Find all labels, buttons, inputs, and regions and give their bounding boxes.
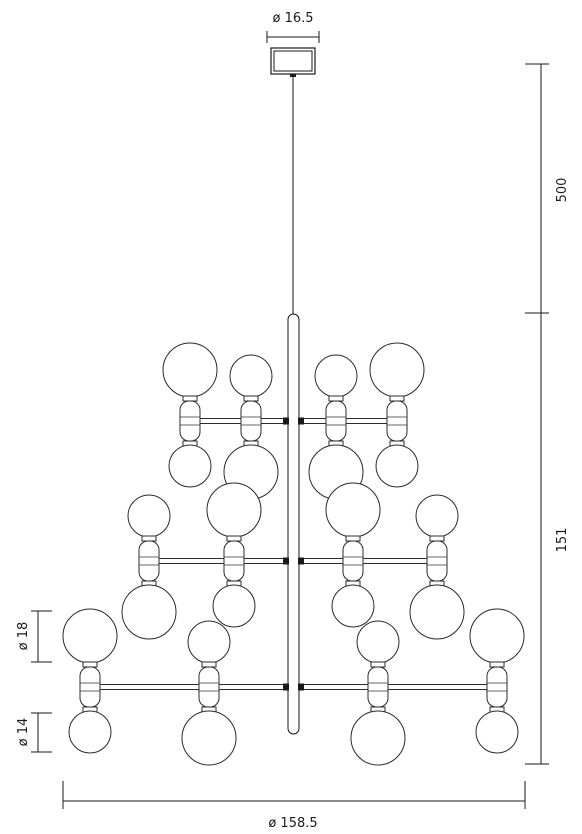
globe-top [356, 620, 400, 664]
arm-bar-left [148, 558, 289, 564]
globe-bottom [68, 710, 112, 754]
globe-top [369, 342, 425, 398]
arm-bar-right [298, 418, 398, 424]
arm-connector [283, 557, 289, 565]
ceiling-canopy [270, 47, 316, 77]
globe-top [325, 482, 381, 538]
globe-neck [429, 535, 445, 542]
globe-bottom [181, 710, 237, 766]
globe-neck [370, 661, 386, 668]
arm-connector [298, 417, 304, 425]
globe-top [469, 608, 525, 664]
globe-neck [182, 395, 198, 402]
globe-top [127, 494, 171, 538]
small-globe-diameter-label: ø 14 [16, 718, 31, 747]
globe-top [206, 482, 262, 538]
globe-bottom [375, 444, 419, 488]
lamp-body [240, 400, 262, 442]
overall-width-dimension: ø 158.5 [62, 781, 526, 831]
canopy-diameter-label: ø 16.5 [272, 11, 313, 26]
arm-bar-right [298, 684, 498, 690]
arm-connector [283, 683, 289, 691]
lamp-fixture [409, 494, 465, 640]
lamp-fixture [181, 620, 237, 766]
lamp-body [325, 400, 347, 442]
arm-bar-right [298, 558, 438, 564]
lamp-fixture [223, 354, 279, 500]
globe-neck [389, 395, 405, 402]
globe-bottom [409, 584, 465, 640]
arm-bar-left [89, 684, 289, 690]
lamp-body [198, 666, 220, 708]
lamp-fixture [308, 354, 364, 500]
lamp-body [342, 540, 364, 582]
globe-bottom [121, 584, 177, 640]
globe-dimensions: ø 18 ø 14 [16, 610, 52, 753]
globe-bottom [350, 710, 406, 766]
lamp-body [179, 400, 201, 442]
globe-bottom [331, 584, 375, 628]
globe-bottom [168, 444, 212, 488]
lamp-fixture [325, 482, 381, 628]
globe-neck [141, 535, 157, 542]
arm-connector [283, 417, 289, 425]
lamp-fixture [121, 494, 177, 640]
canopy-dimension: ø 16.5 [266, 11, 320, 43]
globe-neck [489, 661, 505, 668]
lamp-fixture [369, 342, 425, 488]
globe-bottom [212, 584, 256, 628]
lamp-body [426, 540, 448, 582]
globe-top [187, 620, 231, 664]
lamp-body [223, 540, 245, 582]
lamp-fixture [469, 608, 525, 754]
globe-neck [243, 395, 259, 402]
arm-connector [298, 683, 304, 691]
globe-neck [226, 535, 242, 542]
overall-diameter-label: ø 158.5 [268, 816, 317, 831]
lamp-fixture [162, 342, 218, 488]
lamp-body [386, 400, 408, 442]
arm-connector [298, 557, 304, 565]
chandelier-lamps [62, 342, 525, 766]
lamp-body [486, 666, 508, 708]
globe-neck [328, 395, 344, 402]
globe-top [229, 354, 273, 398]
globe-neck [82, 661, 98, 668]
body-height-label: 151 [555, 528, 570, 553]
globe-top [415, 494, 459, 538]
central-stem [287, 313, 300, 735]
lamp-fixture [350, 620, 406, 766]
lamp-body [367, 666, 389, 708]
arm-bar-left [189, 418, 289, 424]
lamp-fixture [206, 482, 262, 628]
globe-bottom [475, 710, 519, 754]
height-dimensions: 500 151 [525, 63, 570, 765]
globe-neck [201, 661, 217, 668]
lamp-body [79, 666, 101, 708]
large-globe-diameter-label: ø 18 [16, 622, 31, 651]
lamp-body [138, 540, 160, 582]
globe-neck [345, 535, 361, 542]
globe-top [314, 354, 358, 398]
cable-length-label: 500 [555, 178, 570, 203]
chandelier-arms [89, 417, 498, 691]
lamp-fixture [62, 608, 118, 754]
globe-top [162, 342, 218, 398]
globe-top [62, 608, 118, 664]
